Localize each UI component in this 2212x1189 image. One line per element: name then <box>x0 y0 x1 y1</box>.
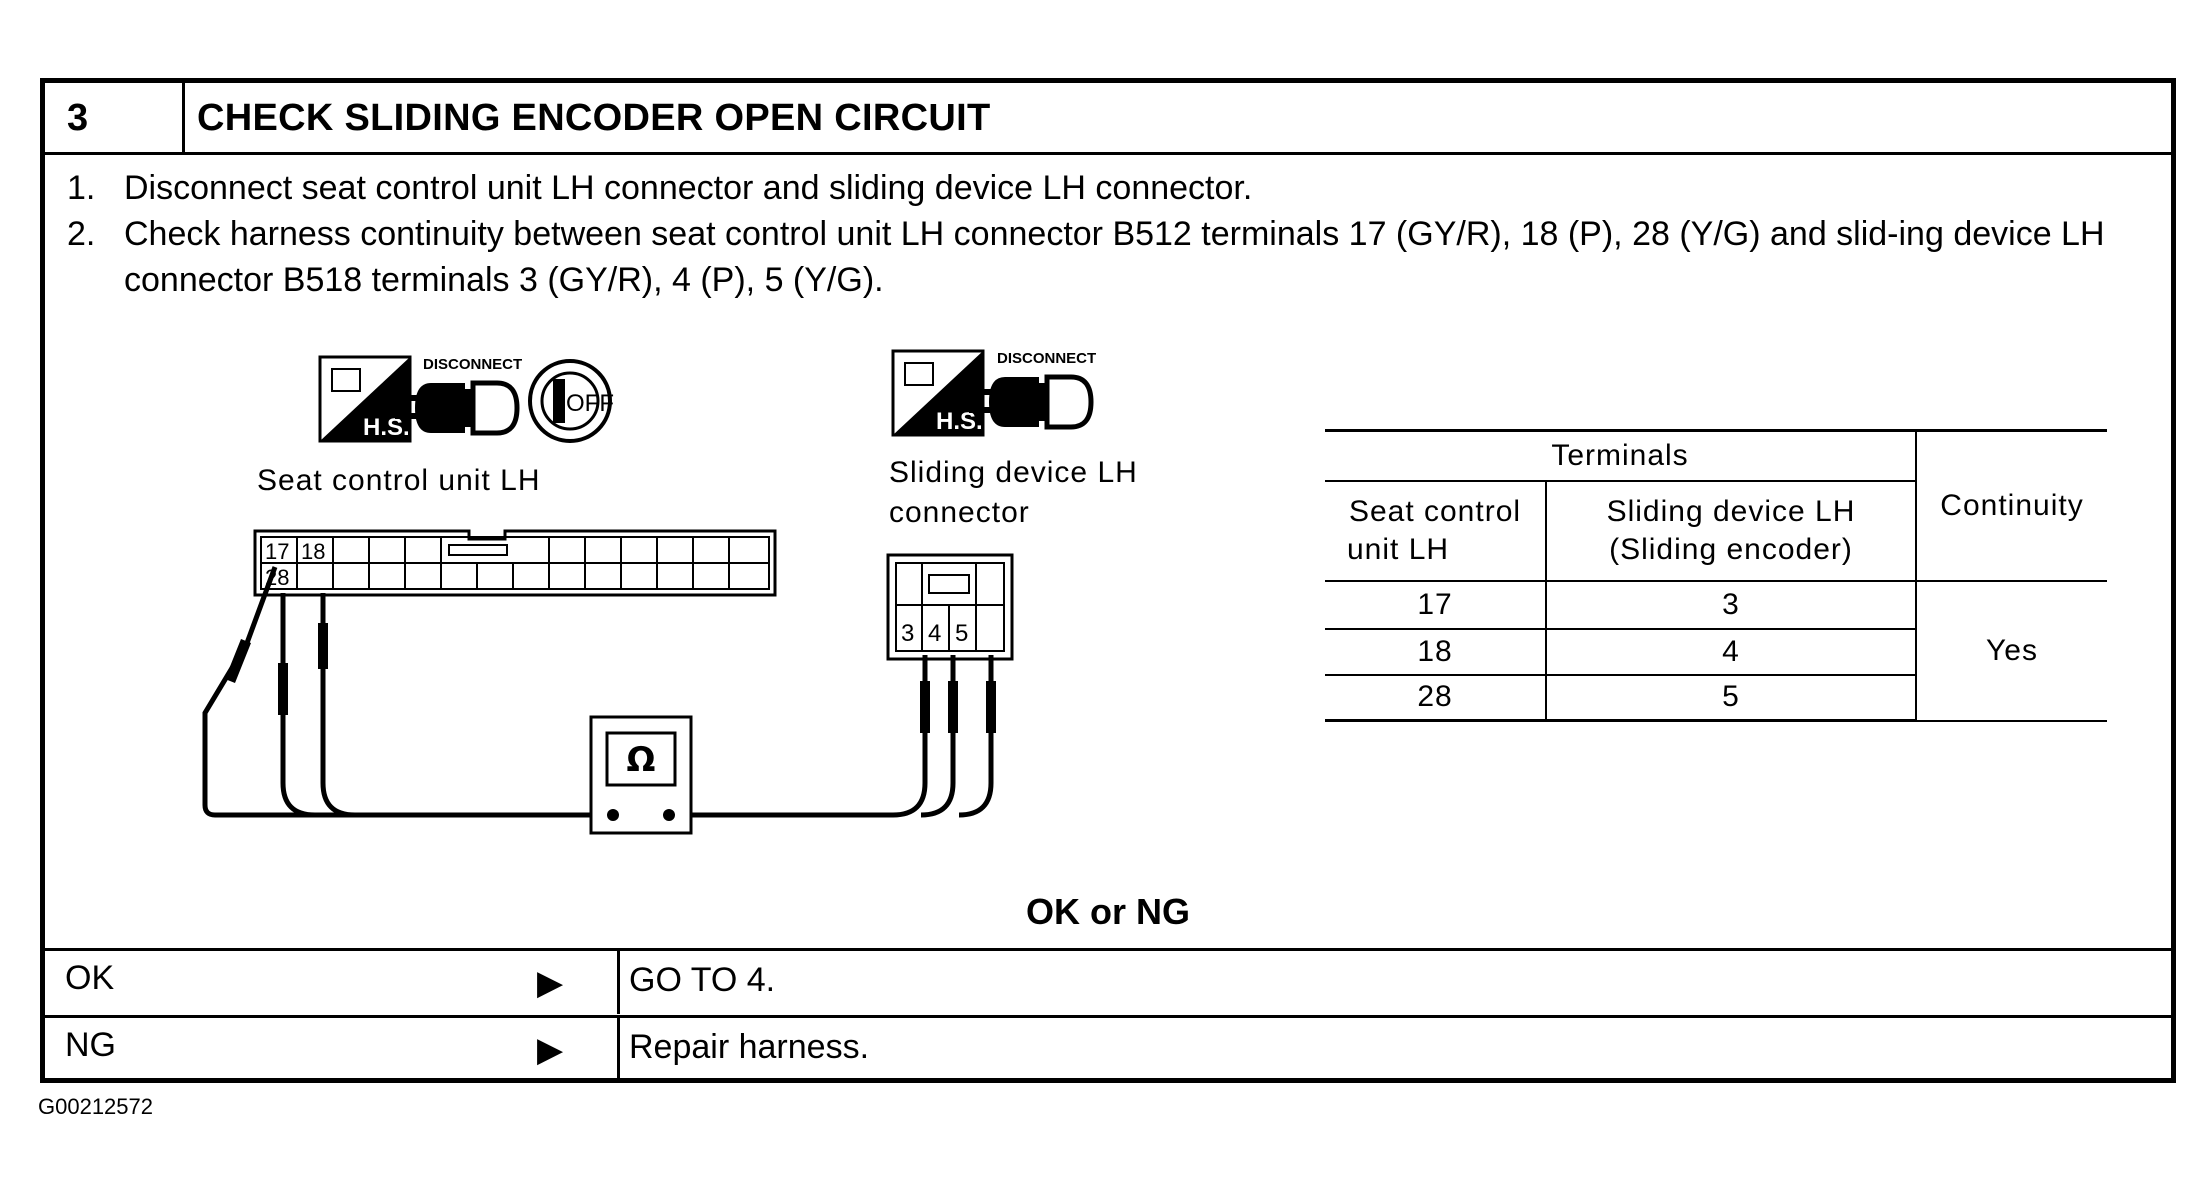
terminals-header: Terminals <box>1325 429 1917 482</box>
sliding-terminal-cell: 4 <box>1545 627 1917 676</box>
seat-terminal-cell: 18 <box>1325 627 1547 676</box>
pin-17-label: 17 <box>265 539 289 564</box>
ok-label: OK <box>65 959 115 997</box>
wiring-diagram: H.S. DISCONNECT OFF H.S. DISCONNECT <box>202 349 1096 835</box>
instruction-item: 2. Check harness continuity between seat… <box>67 211 2131 303</box>
sliding-terminal-cell: 5 <box>1545 673 1917 722</box>
instruction-number: 2. <box>67 215 96 253</box>
sliding-device-header-line1: Sliding device LH <box>1606 494 1856 528</box>
disconnect-label: DISCONNECT <box>423 356 522 373</box>
table-row: 18 4 <box>1325 627 2107 676</box>
seat-terminal-cell: 17 <box>1325 579 1547 630</box>
disconnect-icon: DISCONNECT <box>395 356 522 436</box>
result-prompt: OK or NG <box>1025 891 1190 932</box>
divider <box>617 951 620 1014</box>
instruction-list: 1. Disconnect seat control unit LH conne… <box>67 165 2131 303</box>
pin-18-label: 18 <box>301 539 325 564</box>
pin-4-label: 4 <box>928 620 941 647</box>
pin-3-label: 3 <box>901 620 914 647</box>
sliding-terminal-cell: 3 <box>1545 579 1917 630</box>
pin-5-label: 5 <box>955 620 968 647</box>
disconnect-label: DISCONNECT <box>997 350 1096 367</box>
sliding-device-caption-line2: connector <box>889 496 1030 529</box>
test-leads <box>202 566 994 818</box>
procedure-frame: 3 CHECK SLIDING ENCODER OPEN CIRCUIT 1. … <box>40 78 2176 1083</box>
continuity-header: Continuity <box>1915 429 2107 582</box>
arrow-icon: ▶ <box>537 964 564 1002</box>
seat-control-unit-connector: 17 18 28 <box>253 529 777 597</box>
step-number: 3 <box>45 83 185 155</box>
sliding-device-header-line2: (Sliding encoder) <box>1609 532 1853 566</box>
harness-service-icon: H.S. <box>891 349 985 437</box>
table-row: 28 5 <box>1325 673 2107 722</box>
figure-id: G00212572 <box>38 1094 153 1119</box>
ohmmeter: Ω <box>589 715 693 835</box>
sliding-device-caption-line1: Sliding device LH <box>889 456 1138 489</box>
ng-label: NG <box>65 1026 116 1064</box>
seat-terminal-cell: 28 <box>1325 673 1547 722</box>
sliding-device-connector: 3 4 5 <box>886 553 1014 661</box>
instruction-text: Disconnect seat control unit LH connecto… <box>124 169 1253 207</box>
result-row-ng: NG ▶ Repair harness. <box>45 1015 2171 1081</box>
result-row-ok: OK ▶ GO TO 4. <box>45 948 2171 1014</box>
ng-action: Repair harness. <box>629 1028 870 1066</box>
ignition-off-icon: OFF <box>528 359 614 443</box>
ohm-symbol: Ω <box>627 740 656 780</box>
instruction-text: Check harness continuity between seat co… <box>124 215 2105 299</box>
arrow-icon: ▶ <box>537 1031 564 1069</box>
disconnect-icon: DISCONNECT <box>969 350 1096 430</box>
off-label: OFF <box>566 390 614 417</box>
instruction-item: 1. Disconnect seat control unit LH conne… <box>67 165 2131 211</box>
seat-control-header: Seat control unit LH <box>1325 479 1547 582</box>
step-title: CHECK SLIDING ENCODER OPEN CIRCUIT <box>185 83 2171 155</box>
sliding-device-header: Sliding device LH (Sliding encoder) <box>1545 479 1917 582</box>
terminals-table: Terminals Continuity Seat control unit L… <box>1325 429 2107 722</box>
seat-control-unit-caption: Seat control unit LH <box>257 464 541 497</box>
instruction-number: 1. <box>67 169 96 207</box>
seat-control-header-line1: Seat control <box>1348 494 1522 528</box>
probe-handles <box>225 623 996 733</box>
seat-control-header-line2: unit LH <box>1347 532 1450 566</box>
ok-action: GO TO 4. <box>629 961 776 999</box>
divider <box>617 1018 620 1081</box>
table-row: 17 3 Yes <box>1325 579 2107 722</box>
continuity-value: Yes <box>1915 579 2107 722</box>
